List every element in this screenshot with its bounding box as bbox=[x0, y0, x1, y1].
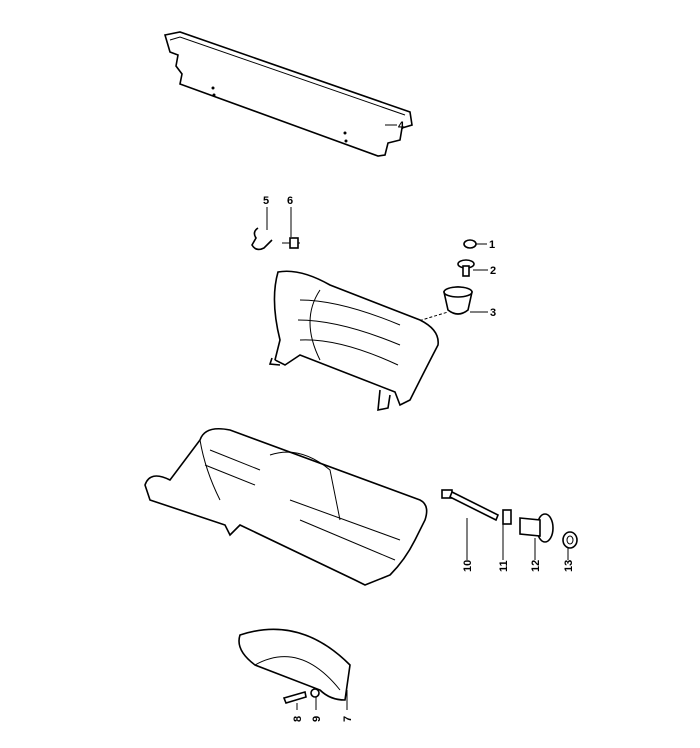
callout-11: 11 bbox=[498, 560, 510, 572]
armrest-cover bbox=[238, 628, 351, 704]
hook-and-screw bbox=[251, 227, 300, 251]
callout-7: 7 bbox=[342, 716, 354, 722]
callout-4: 4 bbox=[398, 120, 405, 132]
callout-8: 8 bbox=[292, 716, 304, 722]
callout-5: 5 bbox=[263, 195, 269, 207]
callout-10: 10 bbox=[462, 560, 474, 572]
leader-lines bbox=[266, 124, 569, 710]
callout-13: 13 bbox=[563, 560, 575, 572]
callout-6: 6 bbox=[287, 195, 293, 207]
callout-3: 3 bbox=[490, 307, 496, 319]
callout-9: 9 bbox=[311, 716, 323, 722]
seat-backrest bbox=[268, 270, 439, 411]
seat-cushion bbox=[144, 427, 428, 586]
parcel-shelf-panel bbox=[163, 31, 413, 157]
bolt-nut-assembly bbox=[441, 489, 578, 549]
callout-1: 1 bbox=[489, 239, 495, 251]
callout-12: 12 bbox=[530, 560, 542, 572]
fastener-cup-assembly bbox=[414, 239, 477, 323]
callout-2: 2 bbox=[490, 265, 496, 277]
